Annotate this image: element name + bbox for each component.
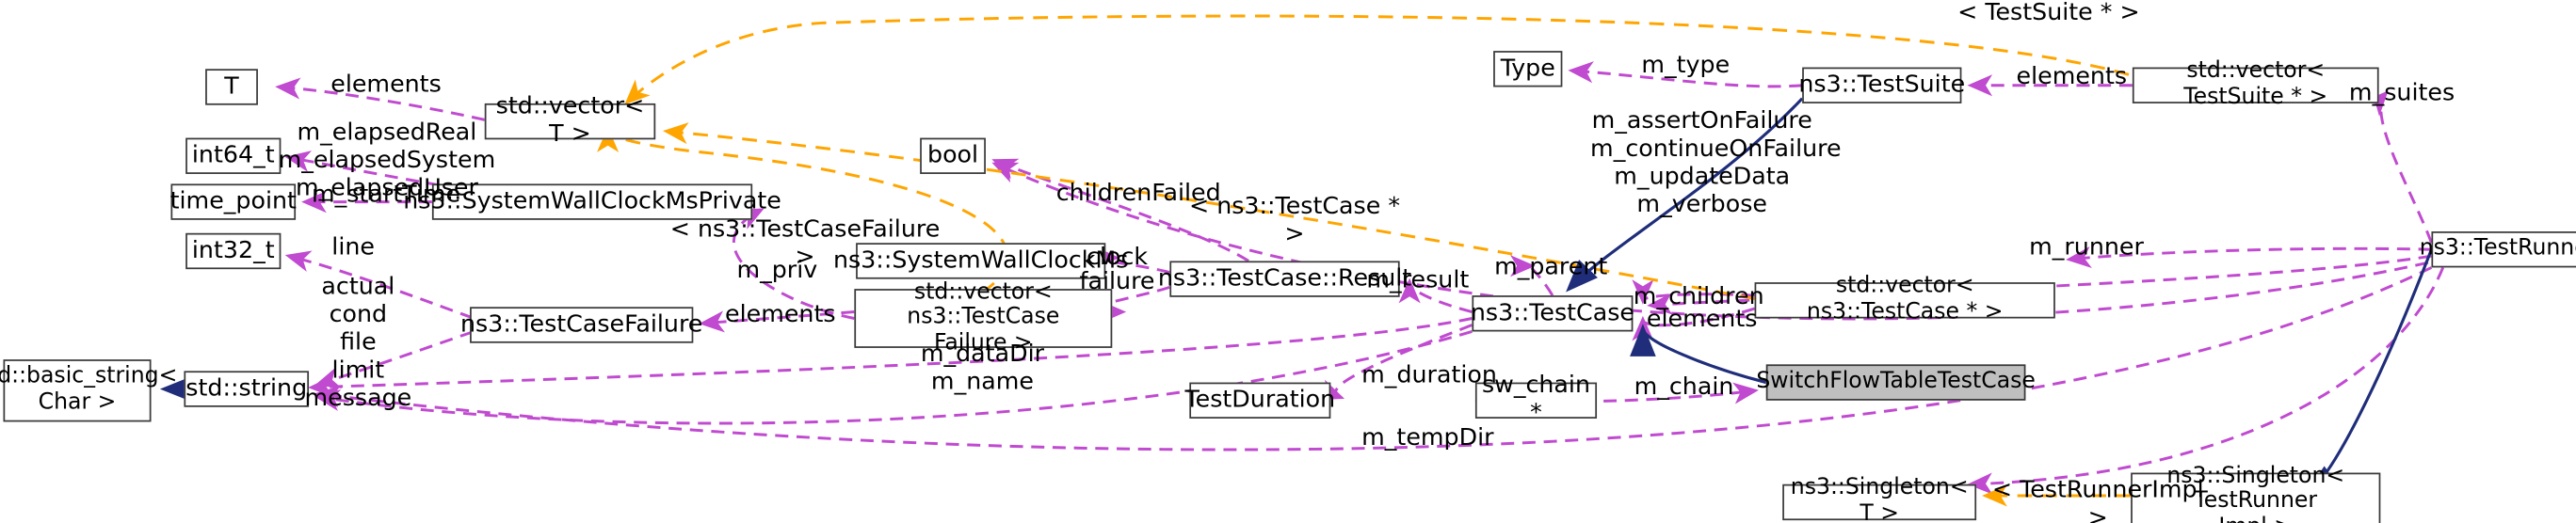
node-switchflowtabletestcase[interactable]: SwitchFlowTableTestCase	[1756, 364, 2036, 401]
edge-label-testrunnerimpl-template: < TestRunnerImpl >	[1991, 477, 2204, 523]
edge-label-m-type: m_type	[1641, 52, 1731, 79]
edge-label-m-runner: m_runner	[2029, 234, 2144, 262]
edge-label-elements-testcase: elements	[1646, 307, 1758, 334]
node-std-vector-testsuite-ptr[interactable]: std::vector< TestSuite * >	[2132, 58, 2379, 109]
node-int32-t[interactable]: int32_t	[185, 232, 282, 270]
edge-label-elements-suite: elements	[2016, 64, 2128, 90]
edge-label-m-tempdir: m_tempDir	[1361, 424, 1494, 452]
edge-label-testcase-template: < ns3::TestCase * >	[1188, 193, 1401, 248]
node-std-string[interactable]: std::string	[184, 371, 310, 407]
node-int64-t[interactable]: int64_t	[185, 137, 282, 174]
node-t[interactable]: T	[205, 69, 258, 105]
node-ns3-testcase[interactable]: ns3::TestCase	[1471, 295, 1634, 332]
edge-label-line: line	[331, 234, 375, 262]
edge-label-m-priv: m_priv	[736, 257, 818, 284]
edge-label-datadir-name: m_dataDir m_name	[920, 341, 1045, 396]
edge-label-m-duration: m_duration	[1361, 362, 1497, 389]
edge-label-m-result: m_result	[1366, 267, 1470, 294]
edge-label-m-suites: m_suites	[2348, 80, 2455, 107]
edge-label-failure: failure	[1079, 269, 1155, 296]
edge-label-testsuite-ptr: < TestSuite * >	[1957, 0, 2140, 26]
edge-label-starttime: m_startTime	[311, 182, 461, 209]
node-std-vector-t[interactable]: std::vector< T >	[484, 94, 656, 148]
node-testduration[interactable]: TestDuration	[1184, 382, 1335, 419]
edge-label-elements-t: elements	[330, 71, 442, 99]
node-std-basic-string[interactable]: std::basic_string< Char >	[0, 359, 177, 422]
node-time-point[interactable]: time_point	[170, 183, 297, 220]
edge-label-failure-fields: actual cond file limit message	[304, 274, 412, 413]
edge-label-m-parent: m_parent	[1494, 254, 1608, 281]
node-ns3-testsuite[interactable]: ns3::TestSuite	[1798, 67, 1965, 103]
edge-runner-singletonimpl	[2304, 248, 2433, 496]
edge-label-elements-failure: elements	[725, 302, 836, 328]
node-bool[interactable]: bool	[920, 137, 986, 174]
node-ns3-testcasefailure[interactable]: ns3::TestCaseFailure	[460, 307, 702, 343]
edge-label-m-chain: m_chain	[1634, 373, 1734, 401]
edge-runner-vectorsuite	[2363, 90, 2433, 244]
node-ns3-singleton-t[interactable]: ns3::Singleton< T >	[1782, 476, 1977, 523]
node-type[interactable]: Type	[1493, 51, 1563, 87]
node-ns3-testrunnerimpl[interactable]: ns3::TestRunnerImpl	[2420, 231, 2576, 268]
node-std-vector-ns3-testcase-ptr[interactable]: std::vector< ns3::TestCase * >	[1754, 274, 2055, 325]
node-std-vector-ns3-testcasefailure[interactable]: std::vector< ns3::TestCase Failure >	[854, 279, 1113, 356]
edge-label-assert-flags: m_assertOnFailure m_continueOnFailure m_…	[1590, 108, 1842, 219]
